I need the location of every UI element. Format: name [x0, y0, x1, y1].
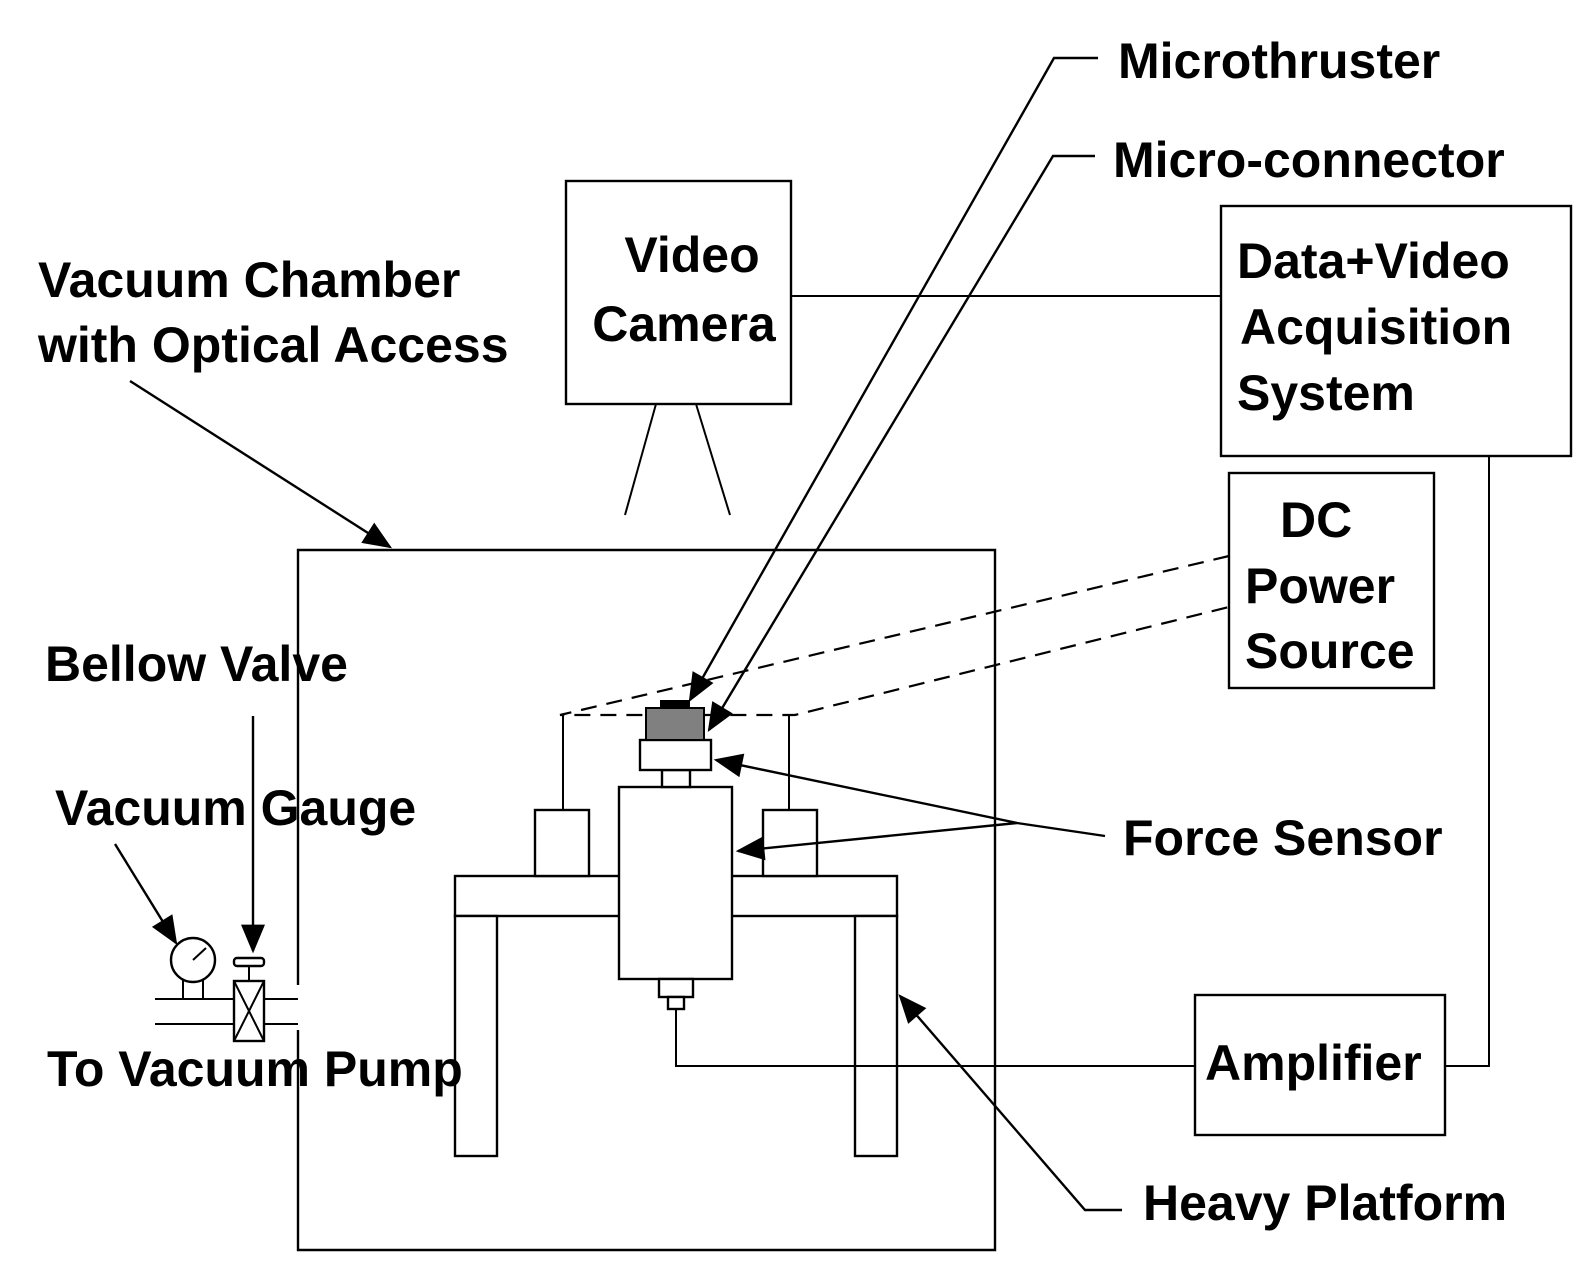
force-sensor-label: Force Sensor	[1123, 810, 1443, 866]
vacuum-plumbing	[155, 998, 298, 1025]
microthruster	[645, 707, 705, 741]
vacuum-chamber	[296, 548, 997, 1252]
acquisition-to-amplifier-line	[1445, 456, 1490, 1067]
power-wires	[559, 554, 1230, 717]
force-sensor-body	[617, 768, 734, 1011]
sensor-to-amplifier-line	[675, 1009, 1195, 1067]
acquisition-label-line2: Acquisition	[1240, 299, 1512, 355]
heavy-platform-label: Heavy Platform	[1143, 1175, 1507, 1231]
dc-label-line3: Source	[1245, 623, 1415, 679]
vacuum-chamber-arrow	[129, 379, 393, 549]
microthruster-arrow	[688, 56, 1098, 703]
micro-connector-arrow	[707, 154, 1095, 733]
vacuum-gauge-label: Vacuum Gauge	[55, 780, 416, 836]
video-camera-label-line2: Camera	[592, 296, 777, 352]
data-video-acquisition-system: Data+Video Acquisition System	[1219, 204, 1573, 458]
microthruster-assembly	[638, 700, 713, 772]
amplifier: Amplifier	[1193, 993, 1447, 1137]
vacuum-gauge-arrow	[113, 843, 178, 946]
to-vacuum-pump-label: To Vacuum Pump	[47, 1041, 463, 1097]
vacuum-gauge	[169, 936, 217, 999]
acquisition-label-line1: Data+Video	[1237, 233, 1510, 289]
microthruster-label: Microthruster	[1118, 33, 1440, 89]
vacuum-chamber-label-line2: with Optical Access	[37, 317, 509, 373]
amplifier-label: Amplifier	[1205, 1035, 1422, 1091]
micro-connector-label: Micro-connector	[1113, 132, 1505, 188]
bellow-valve	[232, 956, 266, 1043]
video-camera: Video Camera	[564, 179, 793, 516]
vacuum-chamber-label-line1: Vacuum Chamber	[38, 252, 460, 308]
acquisition-label-line3: System	[1237, 365, 1415, 421]
dc-label-line2: Power	[1245, 558, 1395, 614]
dc-power-source: DC Power Source	[1227, 471, 1436, 690]
bellow-valve-label: Bellow Valve	[45, 636, 348, 692]
heavy-platform-arrow	[898, 994, 1122, 1212]
dc-label-line1: DC	[1280, 492, 1352, 548]
video-camera-label-line1: Video	[624, 227, 759, 283]
force-sensor-arrow-body	[735, 821, 1018, 861]
